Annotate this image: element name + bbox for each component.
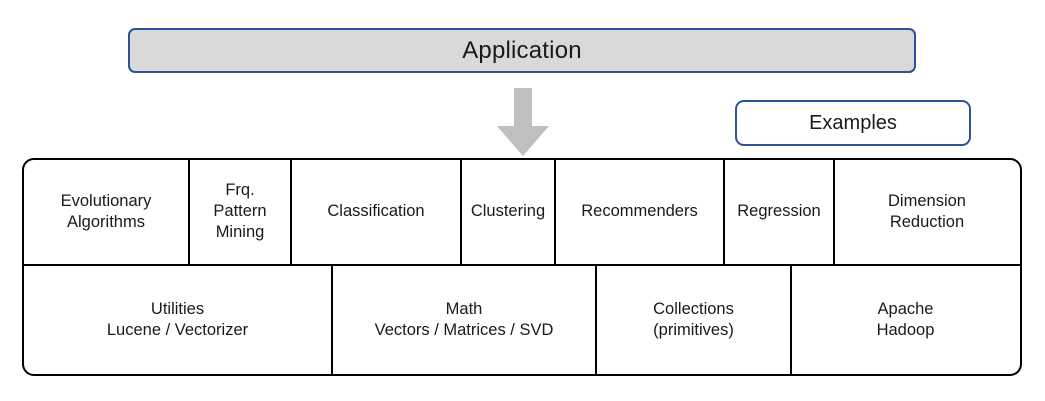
algorithm-cell-label: Clustering — [470, 202, 546, 221]
algorithm-cell-label: Mining — [215, 223, 265, 242]
infrastructure-cell-label: Lucene / Vectorizer — [106, 320, 249, 339]
application-banner: Application — [128, 28, 916, 73]
algorithm-cell-label: Reduction — [889, 212, 965, 231]
algorithm-cell: Classification — [292, 160, 462, 264]
infrastructure-cell-label: Hadoop — [876, 320, 935, 339]
algorithm-cell-label: Algorithms — [67, 212, 145, 231]
algorithm-cell-label: Classification — [327, 202, 425, 221]
algorithm-cell-label: Dimension — [888, 191, 966, 210]
infrastructure-cell: Collections (primitives) — [597, 265, 792, 374]
infrastructure-cell-label: Vectors / Matrices / SVD — [374, 320, 554, 339]
application-banner-label: Application — [462, 36, 582, 64]
algorithm-cell: Recommenders — [556, 160, 725, 264]
infrastructure-cell-label: (primitives) — [653, 320, 734, 339]
infrastructure-cell-label: Apache — [877, 299, 934, 318]
infrastructure-cell-label: Utilities — [150, 299, 205, 318]
algorithm-cell-label: Recommenders — [581, 202, 698, 221]
algorithm-cell-label: Pattern — [213, 202, 267, 221]
infrastructure-cell-label: Math — [445, 299, 483, 318]
algorithm-cell-label: Frq. — [225, 181, 255, 200]
examples-box: Examples — [735, 100, 971, 146]
examples-box-label: Examples — [809, 111, 897, 134]
algorithm-cell-label: Regression — [737, 202, 821, 221]
algorithm-cell: Regression — [725, 160, 835, 264]
arrow-down-icon — [494, 88, 552, 158]
algorithm-cell-label: Evolutionary — [60, 191, 152, 210]
algorithm-cell: Clustering — [462, 160, 556, 264]
infrastructure-cell-label: Collections — [653, 299, 734, 318]
